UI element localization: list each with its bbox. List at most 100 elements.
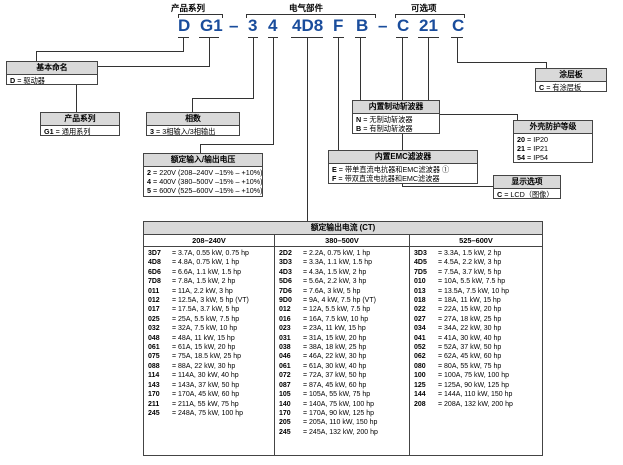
- current-row: 208= 208A, 132 kW, 200 hp: [414, 400, 542, 409]
- current-row: 031= 31A, 15 kW, 20 hp: [279, 334, 409, 343]
- current-row: 018= 18A, 11 kW, 15 hp: [414, 296, 542, 305]
- code-phase: 3: [248, 16, 258, 35]
- current-row: 010 = 10A, 5.5 kW, 7.5 hp: [414, 277, 542, 286]
- connector-line: [546, 62, 547, 68]
- connector-line: [36, 51, 37, 61]
- current-spec: = 25A, 5.5 kW, 7.5 hp: [172, 315, 240, 323]
- option-code: 21: [517, 144, 525, 153]
- bracket-line: [246, 14, 247, 18]
- option-code: D: [10, 76, 16, 85]
- current-code: 080: [414, 362, 426, 370]
- current-row: 245= 245A, 132 kW, 200 hp: [279, 428, 409, 437]
- code-display: C: [397, 16, 410, 35]
- current-spec: = 170A, 90 kW, 125 hp: [303, 409, 375, 417]
- rated-current-table: 额定输出电流 (CT) 208–240V 3D7= 3.7A, 0.55 kW,…: [143, 221, 543, 456]
- current-spec: = 205A, 110 kW, 150 hp: [303, 419, 378, 427]
- current-spec: = 143A, 37 kW, 50 hp: [172, 381, 240, 389]
- option-desc: = IP21: [525, 144, 548, 153]
- box-title: 产品系列: [41, 113, 119, 126]
- current-spec: = 80A, 55 kW, 75 hp: [438, 362, 502, 370]
- current-code: 061: [148, 344, 160, 352]
- current-code: 025: [148, 315, 160, 323]
- current-code: 100: [414, 372, 426, 380]
- connector-line: [457, 62, 547, 63]
- current-row: 046= 46A, 22 kW, 30 hp: [279, 352, 409, 361]
- current-spec: = 32A, 7.5 kW, 10 hp: [172, 325, 238, 333]
- current-code: 4D3: [279, 268, 292, 276]
- current-spec: = 11A, 2.2 kW, 3 hp: [172, 287, 233, 295]
- current-code: 105: [279, 391, 291, 399]
- current-spec: = 17.5A, 3.7 kW, 5 hp: [172, 306, 240, 314]
- current-code: 012: [148, 297, 160, 305]
- connector-line: [76, 66, 77, 112]
- box-title: 基本命名: [7, 62, 97, 75]
- current-spec: = 61A, 15 kW, 20 hp: [172, 344, 236, 352]
- box-product-series: 产品系列 G1 = 通用系列: [40, 112, 120, 136]
- option-desc: = 有涂层板: [544, 83, 582, 92]
- current-spec: = 34A, 22 kW, 30 hp: [438, 325, 502, 333]
- current-row: 2D2= 2.2A, 0.75 kW, 1 hp: [279, 249, 409, 258]
- connector-line: [76, 66, 210, 67]
- bracket-line: [222, 14, 223, 18]
- current-code: 023: [279, 325, 291, 333]
- box-basic-name: 基本命名 D = 驱动器: [6, 61, 98, 85]
- option-code: 2: [147, 168, 151, 177]
- current-row: 025 = 25A, 5.5 kW, 7.5 hp: [148, 315, 274, 324]
- current-spec: = 75A, 18.5 kW, 25 hp: [172, 353, 242, 361]
- current-row: 022= 22A, 15 kW, 20 hp: [414, 305, 542, 314]
- code-underline: [333, 37, 344, 38]
- option-desc: = 400V (380–500V –15% – +10%): [151, 177, 263, 186]
- code-voltage: 4: [268, 16, 278, 35]
- current-row: 075= 75A, 18.5 kW, 25 hp: [148, 352, 274, 361]
- code-underline: [199, 37, 219, 38]
- option-desc: = LCD（图像）: [502, 190, 554, 199]
- connector-line: [338, 38, 339, 150]
- connector-line: [209, 38, 210, 66]
- current-spec: = 7.8A, 1.5 kW, 2 hp: [172, 278, 236, 286]
- connector-line: [457, 38, 458, 62]
- current-spec: = 144A, 110 kW, 150 hp: [438, 391, 513, 399]
- current-row: 052= 52A, 37 kW, 50 hp: [414, 343, 542, 352]
- current-row: 041= 41A, 30 kW, 40 hp: [414, 334, 542, 343]
- current-spec: = 46A, 22 kW, 30 hp: [303, 353, 367, 361]
- connector-line: [517, 114, 518, 120]
- connector-line: [192, 98, 254, 99]
- current-spec: = 31A, 15 kW, 20 hp: [303, 334, 367, 342]
- current-code: 4D5: [414, 259, 427, 267]
- current-code: 9D0: [279, 297, 292, 305]
- current-row: 7D6= 7.6A, 3 kW, 5 hp: [279, 287, 409, 296]
- box-enclosure: 外壳防护等级 20 = IP20 21 = IP21 54 = IP54: [513, 120, 593, 163]
- current-spec: = 23A, 11 kW, 15 hp: [303, 325, 366, 333]
- option-code: N: [356, 115, 362, 124]
- option-desc: = 带单直流电抗器和EMC滤波器 ①: [336, 165, 450, 174]
- header-options: 可选项: [411, 3, 437, 13]
- current-spec: = 10A, 5.5 kW, 7.5 hp: [438, 278, 506, 286]
- option-code: 4: [147, 177, 151, 186]
- current-row: 6D6= 6.6A, 1.1 kW, 1.5 hp: [148, 268, 274, 277]
- table-title: 额定输出电流 (CT): [144, 222, 542, 235]
- current-code: 010: [414, 278, 426, 286]
- bracket-line: [178, 14, 179, 18]
- current-spec: = 52A, 37 kW, 50 hp: [438, 344, 502, 352]
- current-row: 170= 170A, 45 kW, 60 hp: [148, 390, 274, 399]
- current-row: 012 = 12.5A, 3 kW, 5 hp (VT): [148, 296, 274, 305]
- current-row: 245= 248A, 75 kW, 100 hp: [148, 409, 274, 418]
- option-desc: = IP54: [525, 153, 548, 162]
- code-underline: [418, 37, 439, 38]
- current-spec: = 12.5A, 3 kW, 5 hp (VT): [172, 297, 249, 305]
- current-code: 205: [279, 419, 291, 427]
- current-spec: = 6.6A, 1.1 kW, 1.5 hp: [172, 268, 242, 276]
- current-code: 170: [279, 409, 291, 417]
- connector-line: [273, 38, 274, 144]
- connector-line: [428, 38, 429, 114]
- current-spec: = 16A, 7.5 kW, 10 hp: [303, 315, 369, 323]
- current-code: 062: [414, 353, 426, 361]
- current-code: 114: [148, 372, 160, 380]
- current-code: 034: [414, 325, 426, 333]
- code-underline: [451, 37, 463, 38]
- box-title: 显示选项: [494, 176, 560, 189]
- connector-line: [307, 38, 308, 221]
- code-series: G1: [200, 16, 223, 35]
- current-code: 208: [414, 400, 426, 408]
